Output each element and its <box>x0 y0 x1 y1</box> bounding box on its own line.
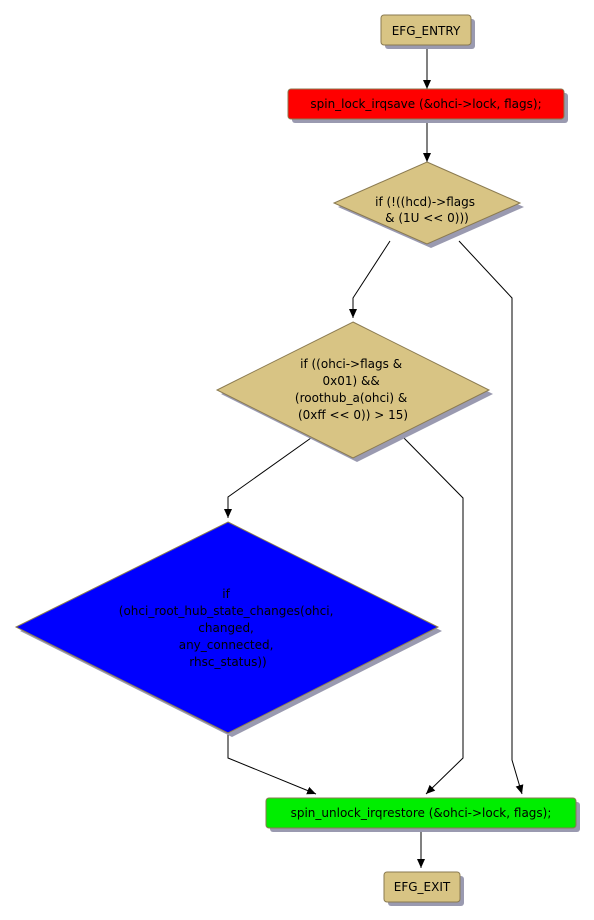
decision-hcd-flags-label: if (!((hcd)->flags & (1U << 0))) <box>375 195 479 225</box>
edge-cond1-to-unlock <box>458 240 524 795</box>
decision-root-hub-state-line-3: changed, <box>198 621 254 635</box>
exit-label: EFG_EXIT <box>394 880 451 894</box>
edges <box>224 45 524 868</box>
edge-cond3-to-unlock <box>227 733 317 795</box>
edge-cond2-to-cond3 <box>224 437 312 518</box>
decision-ohci-flags-label: if ((ohci->flags & 0x01) && (roothub_a(o… <box>295 357 411 422</box>
decision-root-hub-state-line-1: if <box>222 587 230 601</box>
edge-cond1-to-cond2 <box>349 240 391 318</box>
decision-ohci-flags-line-1: if ((ohci->flags & <box>300 357 402 371</box>
edge-cond2-to-unlock <box>399 433 464 795</box>
decision-root-hub-state-line-2: (ohci_root_hub_state_changes(ohci, <box>119 604 334 618</box>
decision-node-root-hub-state: if (ohci_root_hub_state_changes(ohci, ch… <box>14 521 442 737</box>
entry-node: EFG_ENTRY <box>380 14 475 49</box>
decision-ohci-flags-line-4: (0xff << 0)) > 15) <box>298 408 408 422</box>
decision-hcd-flags-line-2: & (1U << 0))) <box>385 211 469 225</box>
unlock-label: spin_unlock_irqrestore (&ohci->lock, fla… <box>291 806 552 820</box>
entry-label: EFG_ENTRY <box>392 24 461 38</box>
decision-root-hub-state-line-4: any_connected, <box>179 638 274 652</box>
unlock-node: spin_unlock_irqrestore (&ohci->lock, fla… <box>265 797 580 832</box>
decision-ohci-flags-line-2: 0x01) && <box>322 374 379 388</box>
decision-root-hub-state-line-5: rhsc_status)) <box>189 655 266 669</box>
decision-hcd-flags-line-1: if (!((hcd)->flags <box>375 195 475 209</box>
lock-label: spin_lock_irqsave (&ohci->lock, flags); <box>310 97 541 111</box>
exit-node: EFG_EXIT <box>383 871 464 906</box>
decision-root-hub-state-label: if (ohci_root_hub_state_changes(ohci, ch… <box>119 587 337 669</box>
decision-node-ohci-flags: if ((ohci->flags & 0x01) && (roothub_a(o… <box>215 321 493 462</box>
lock-node: spin_lock_irqsave (&ohci->lock, flags); <box>287 88 568 123</box>
decision-node-hcd-flags: if (!((hcd)->flags & (1U << 0))) <box>332 161 524 248</box>
decision-ohci-flags-line-3: (roothub_a(ohci) & <box>295 391 407 405</box>
